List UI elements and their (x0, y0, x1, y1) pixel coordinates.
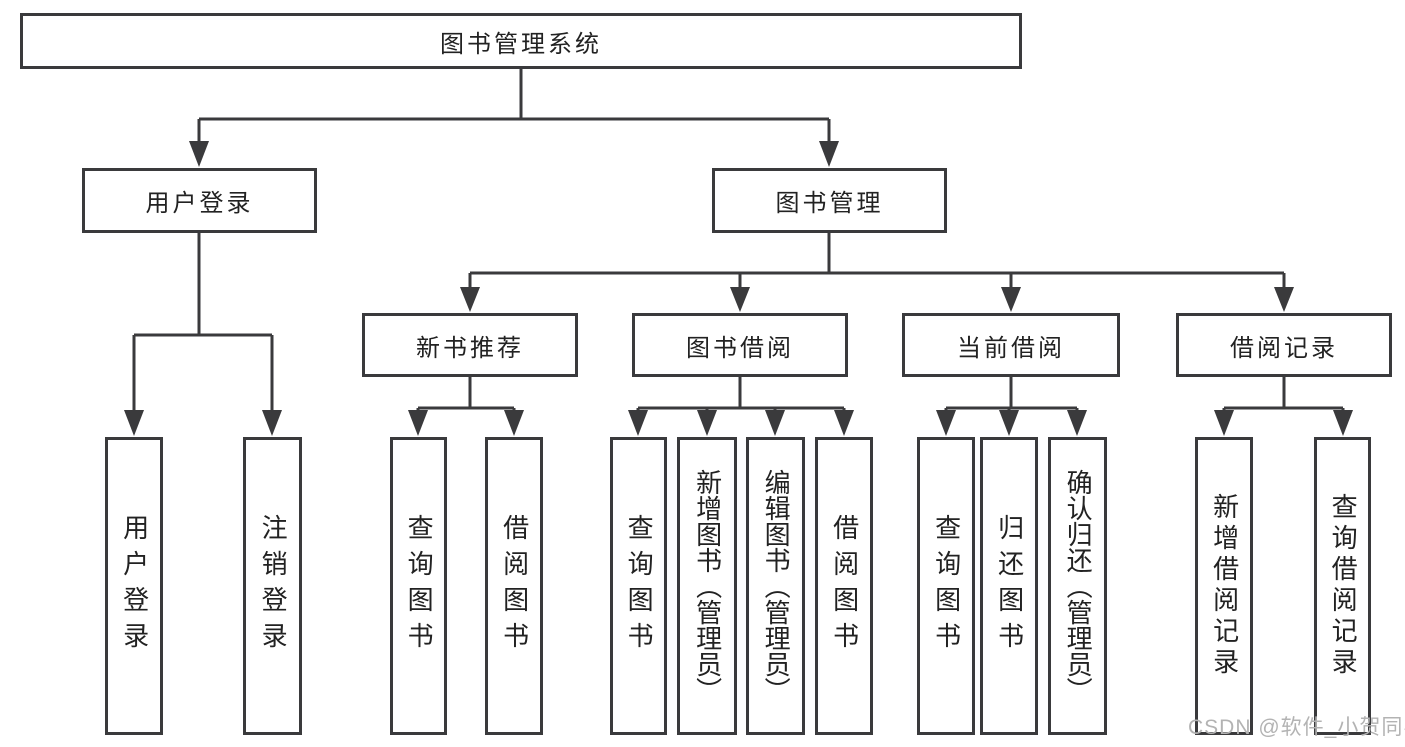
leaf-current-return-books: 归还图书 (980, 437, 1038, 735)
node-current-borrow: 当前借阅 (902, 313, 1120, 377)
node-book-management: 图书管理 (712, 168, 947, 233)
leaf-user-login: 用户登录 (105, 437, 163, 735)
node-borrow-records: 借阅记录 (1176, 313, 1392, 377)
tree-branch-lines (132, 69, 1345, 411)
leaf-recommend-query-books: 查询图书 (390, 437, 447, 735)
leaf-current-confirm-return-admin: 确认归还（管理员） (1048, 437, 1107, 735)
node-system-root: 图书管理系统 (20, 13, 1022, 69)
node-book-borrow: 图书借阅 (632, 313, 848, 377)
leaf-records-query-record: 查询借阅记录 (1314, 437, 1371, 735)
leaf-borrow-borrow-books: 借阅图书 (815, 437, 873, 735)
leaf-borrow-edit-books-admin: 编辑图书（管理员） (746, 437, 805, 735)
csdn-watermark: CSDN @软件_小贺同学 (1188, 716, 1405, 739)
leaf-recommend-borrow-books: 借阅图书 (485, 437, 543, 735)
node-user-login: 用户登录 (82, 168, 317, 233)
leaf-borrow-query-books: 查询图书 (610, 437, 667, 735)
leaf-borrow-add-books-admin: 新增图书（管理员） (677, 437, 737, 735)
arrow-down-icons (124, 141, 1353, 436)
leaf-records-add-record: 新增借阅记录 (1195, 437, 1253, 735)
leaf-logout: 注销登录 (243, 437, 302, 735)
node-new-book-recommend: 新书推荐 (362, 313, 578, 377)
leaf-current-query-books: 查询图书 (917, 437, 975, 735)
